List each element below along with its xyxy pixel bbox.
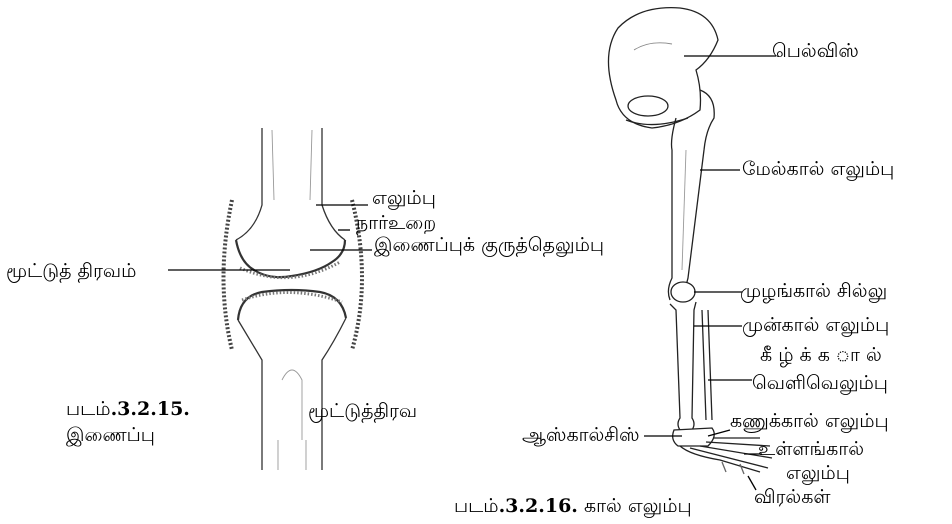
knee-tibia-end xyxy=(238,290,346,320)
leg-label-metatarsals-line1: உள்ளங்கால் xyxy=(758,440,864,459)
knee-caption-side-text: மூட்டுத்திரவ xyxy=(308,402,417,421)
leg-label-fibula-line2: வெளிவெலும்பு xyxy=(752,374,888,393)
knee-figure-caption: படம்.3.2.15. இணைப்பு xyxy=(66,397,190,448)
knee-label-capsule: நார்உறை xyxy=(356,214,436,233)
knee-label-cartilage: இணைப்புக் குருத்தெலும்பு xyxy=(374,236,604,255)
knee-capsule-left xyxy=(224,200,233,350)
leg-figure-caption: படம்.3.2.16. கால் எலும்பு xyxy=(454,494,692,520)
leg-label-tibia: முன்கால் எலும்பு xyxy=(742,316,889,335)
leg-label-calcaneus: ஆஸ்கால்சிஸ் xyxy=(522,426,640,445)
knee-lower-bone xyxy=(238,318,346,470)
leg-label-fibula-line1: கீ ழ் க் க ா ல் xyxy=(760,346,882,365)
leg-label-tarsals: கணுக்கால் எலும்பு xyxy=(730,412,889,431)
knee-label-synovial-fluid: மூட்டுத் திரவம் xyxy=(6,262,136,281)
tibia-bone xyxy=(670,302,696,430)
leg-label-femur: மேல்கால் எலும்பு xyxy=(742,160,894,179)
knee-femur-end xyxy=(236,240,345,277)
tarsal-bones xyxy=(673,428,715,446)
patella-bone xyxy=(671,282,695,302)
leg-label-metatarsals-line2: எலும்பு xyxy=(786,464,850,483)
leg-label-patella: முழங்கால் சில்லு xyxy=(740,282,887,301)
femur-bone xyxy=(668,90,714,300)
leg-label-pelvis: பெல்விஸ் xyxy=(772,42,859,61)
knee-upper-bone xyxy=(236,128,345,240)
knee-label-bone: எலும்பு xyxy=(372,189,436,208)
leg-label-phalanges: விரல்கள் xyxy=(754,488,831,507)
leg-skeleton-illustration xyxy=(608,8,772,474)
